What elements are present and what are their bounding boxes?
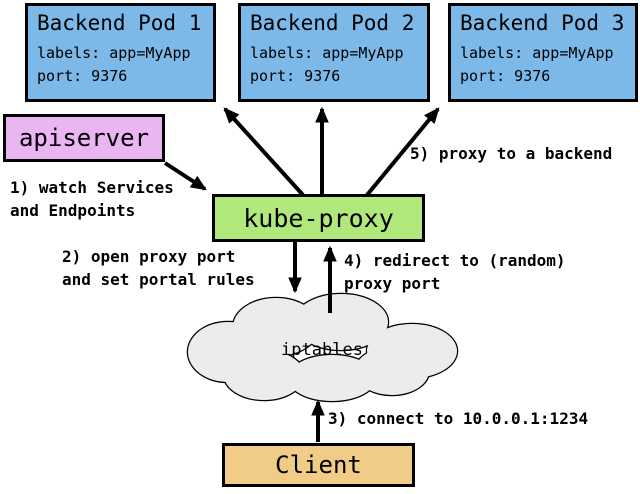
pod-port: port: 9376 [37, 67, 128, 85]
arrow-kube-proxy-to-pod1 [223, 107, 305, 197]
step2-open-proxy-port-label: 2) open proxy port and set portal rules [62, 247, 255, 289]
kube-proxy-label: kube-proxy [243, 203, 394, 233]
pod-port: port: 9376 [460, 67, 551, 85]
pod-port: port: 9376 [250, 67, 341, 85]
pod-title: Backend Pod 3 [460, 11, 625, 35]
step5-proxy-backend-label: 5) proxy to a backend [410, 144, 613, 163]
arrow-apiserver-to-kube-proxy [163, 161, 207, 191]
backend-pod-3-box: Backend Pod 3 labels: app=MyApp port: 93… [448, 3, 638, 102]
client-box: Client [222, 443, 415, 487]
apiserver-box: apiserver [3, 114, 165, 162]
backend-pod-1-box: Backend Pod 1 labels: app=MyApp port: 93… [25, 3, 216, 102]
pod-title: Backend Pod 1 [37, 11, 202, 35]
pod-labels: labels: app=MyApp [460, 44, 614, 62]
step1-watch-services-label: 1) watch Services and Endpoints [10, 178, 174, 220]
iptables-cloud [186, 292, 459, 403]
pod-title: Backend Pod 2 [250, 11, 415, 35]
pod-labels: labels: app=MyApp [250, 44, 404, 62]
client-label: Client [275, 451, 362, 479]
iptables-label: iptables [281, 340, 363, 360]
backend-pod-2-box: Backend Pod 2 labels: app=MyApp port: 93… [238, 3, 430, 102]
apiserver-label: apiserver [18, 124, 150, 152]
step3-connect-label: 3) connect to 10.0.0.1:1234 [328, 409, 589, 428]
step4-redirect-label: 4) redirect to (random) proxy port [344, 251, 566, 293]
pod-labels: labels: app=MyApp [37, 44, 191, 62]
arrow-kube-proxy-to-pod3 [365, 107, 440, 197]
kube-proxy-box: kube-proxy [212, 194, 425, 242]
